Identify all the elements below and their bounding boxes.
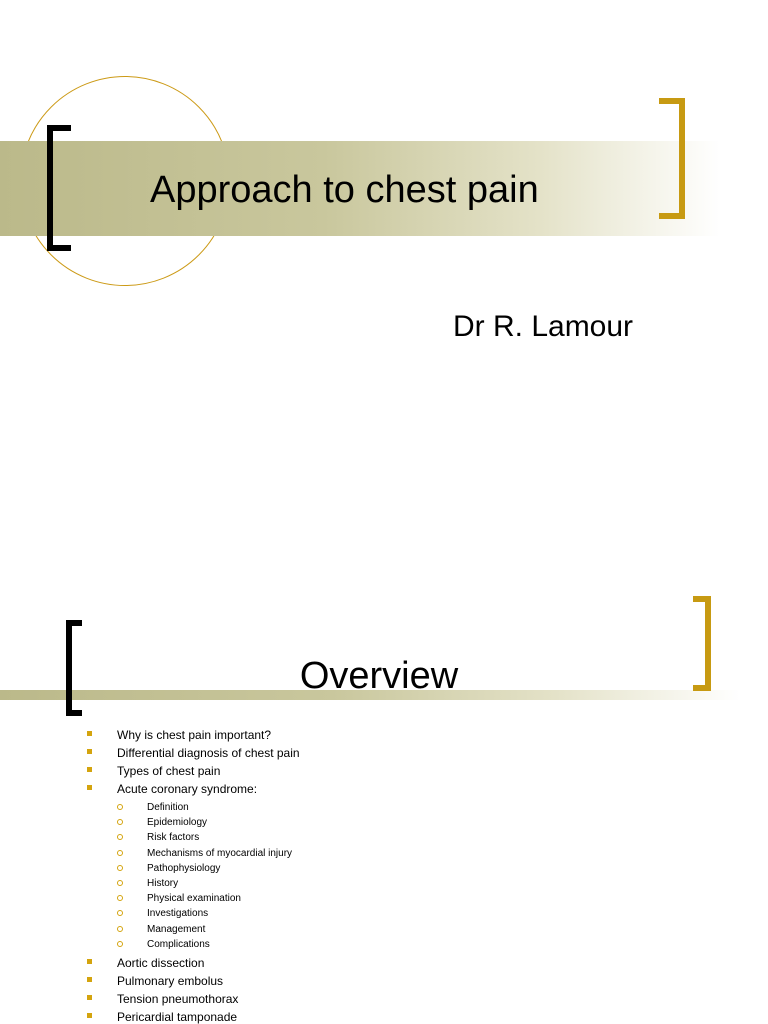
list-item: Tension pneumothorax <box>85 990 300 1008</box>
sublist-item-label: History <box>147 877 179 889</box>
overview-list: Why is chest pain important? Differentia… <box>85 726 300 1024</box>
title-band <box>0 690 740 700</box>
sublist-item: Complications <box>85 937 300 952</box>
square-bullet-icon <box>87 994 92 1000</box>
sublist-item-label: Management <box>147 923 206 935</box>
square-bullet-icon <box>87 1012 92 1018</box>
sublist-item: Mechanisms of myocardial injury <box>85 846 300 861</box>
sublist-item-label: Investigations <box>147 908 209 920</box>
circle-bullet-icon <box>117 849 123 856</box>
sublist-item-label: Complications <box>147 938 210 950</box>
list-item: Acute coronary syndrome: <box>85 780 300 798</box>
list-item-label: Differential diagnosis of chest pain <box>117 746 300 760</box>
sublist-item-label: Physical examination <box>147 893 241 905</box>
list-item-label: Acute coronary syndrome: <box>117 782 258 796</box>
title-band <box>0 141 720 236</box>
left-bracket-icon <box>66 620 82 716</box>
list-item-label: Pericardial tamponade <box>117 1009 238 1024</box>
list-item-label: Aortic dissection <box>117 955 205 970</box>
circle-bullet-icon <box>117 804 123 810</box>
title-slide: Approach to chest pain Dr R. Lamour <box>0 76 720 343</box>
square-bullet-icon <box>87 976 92 982</box>
list-item-label: Tension pneumothorax <box>117 991 239 1006</box>
sublist-container: Definition Epidemiology Risk factors Mec… <box>85 798 300 954</box>
sublist-item-label: Risk factors <box>147 832 200 844</box>
list-item: Aortic dissection <box>85 954 300 972</box>
slide-title: Approach to chest pain <box>150 169 539 211</box>
square-bullet-icon <box>87 785 92 790</box>
circle-bullet-icon <box>117 819 123 826</box>
right-bracket-icon <box>659 98 685 219</box>
list-item-label: Why is chest pain important? <box>117 728 272 742</box>
circle-bullet-icon <box>117 864 123 871</box>
sublist-item-label: Pathophysiology <box>147 862 221 874</box>
slide-author: Dr R. Lamour <box>453 310 634 343</box>
circle-bullet-icon <box>117 940 123 947</box>
list-item: Why is chest pain important? <box>85 726 300 744</box>
sublist-item: Physical examination <box>85 891 300 906</box>
sublist-item-label: Definition <box>147 802 189 813</box>
list-item: Pulmonary embolus <box>85 972 300 990</box>
acs-sublist: Definition Epidemiology Risk factors Mec… <box>85 800 300 952</box>
circle-bullet-icon <box>117 895 123 902</box>
overview-slide: Overview Why is chest pain important? Di… <box>0 576 768 1024</box>
sublist-item: Management <box>85 922 300 937</box>
sublist-item-label: Mechanisms of myocardial injury <box>147 847 293 859</box>
list-item: Differential diagnosis of chest pain <box>85 744 300 762</box>
list-item: Pericardial tamponade <box>85 1008 300 1024</box>
sublist-item: Definition <box>85 800 300 815</box>
sublist-item: History <box>85 876 300 891</box>
left-bracket-icon <box>47 125 71 251</box>
list-item-label: Pulmonary embolus <box>117 973 224 988</box>
slide-title: Overview <box>299 655 459 697</box>
square-bullet-icon <box>87 767 92 772</box>
sublist-item: Epidemiology <box>85 815 300 830</box>
sublist-item: Investigations <box>85 906 300 921</box>
circle-bullet-icon <box>117 879 123 886</box>
list-item-label: Types of chest pain <box>117 764 221 778</box>
list-item: Types of chest pain <box>85 762 300 780</box>
right-bracket-icon <box>693 596 711 691</box>
square-bullet-icon <box>87 958 92 964</box>
circle-bullet-icon <box>117 910 123 917</box>
circle-bullet-icon <box>117 925 123 932</box>
sublist-item: Risk factors <box>85 830 300 845</box>
sublist-item: Pathophysiology <box>85 861 300 876</box>
sublist-item-label: Epidemiology <box>147 817 208 829</box>
circle-bullet-icon <box>117 834 123 841</box>
square-bullet-icon <box>87 749 92 754</box>
square-bullet-icon <box>87 731 92 736</box>
